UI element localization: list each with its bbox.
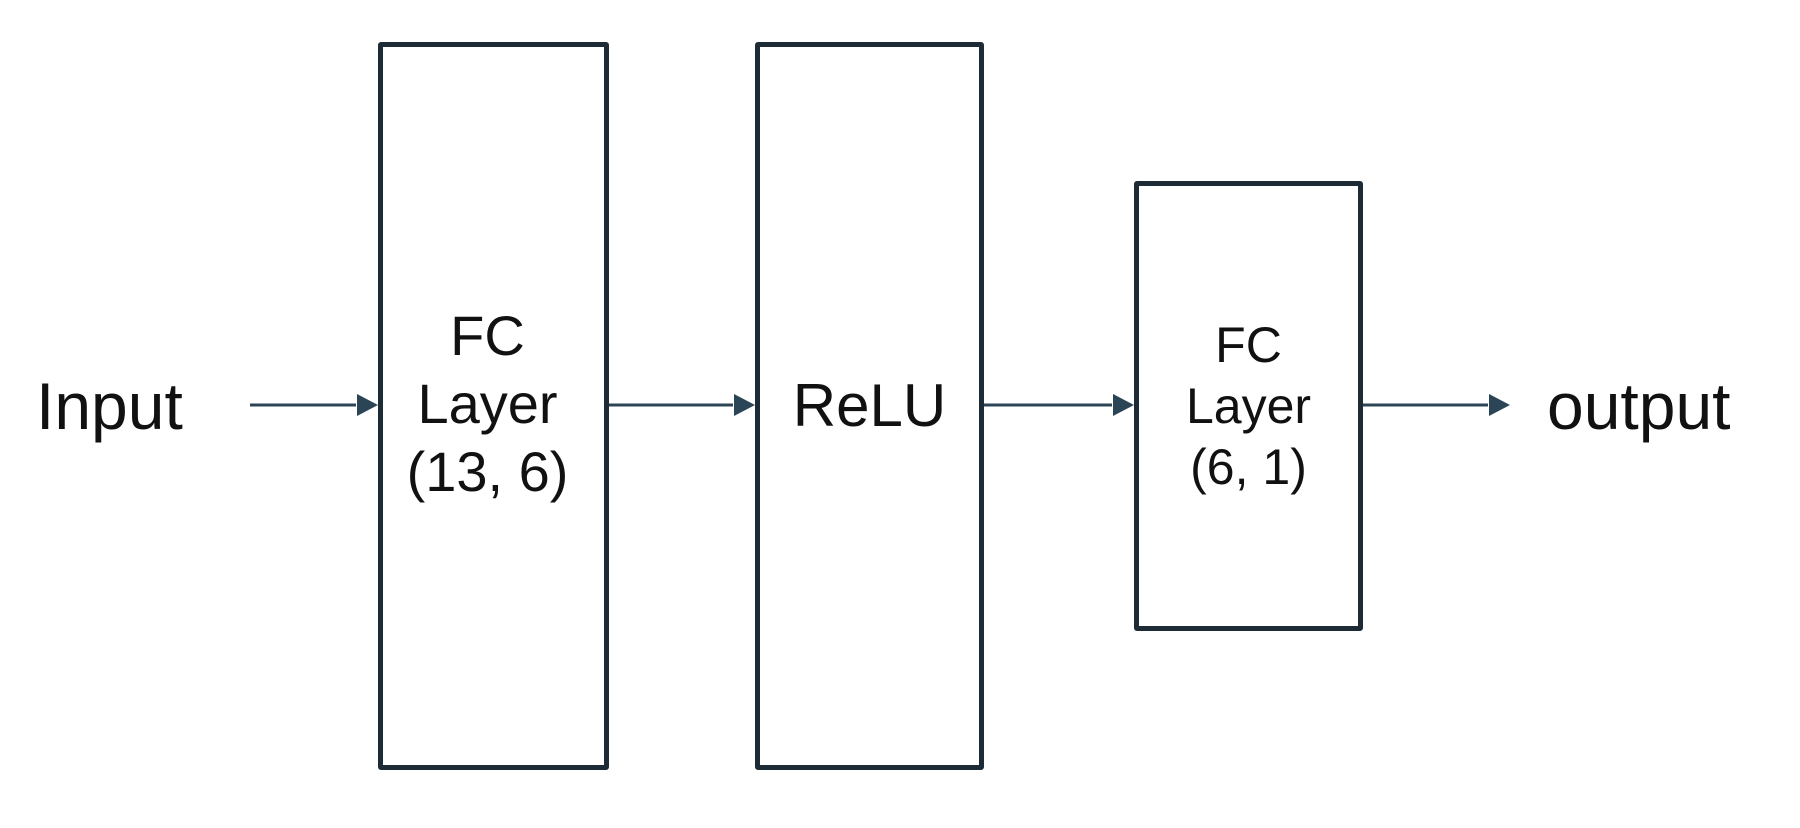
relu-label: ReLU bbox=[792, 372, 947, 440]
fc-layer-2-subtitle: Layer bbox=[1185, 377, 1312, 434]
arrowhead-fc1-to-relu bbox=[734, 394, 755, 416]
fc-layer-2-block: FC Layer (6, 1) bbox=[1134, 181, 1363, 631]
arrowhead-fc2-to-output bbox=[1489, 394, 1510, 416]
fc-layer-1-title: FC bbox=[450, 303, 525, 367]
output-label: output bbox=[1547, 369, 1731, 443]
arrowhead-input-to-fc1 bbox=[357, 394, 378, 416]
arrowhead-relu-to-fc2 bbox=[1113, 394, 1134, 416]
fc-layer-2-shape: (6, 1) bbox=[1190, 438, 1307, 495]
input-label: Input bbox=[36, 369, 183, 443]
fc-layer-1-block: FC Layer (13, 6) bbox=[378, 42, 609, 770]
fc-layer-2-title: FC bbox=[1215, 316, 1282, 373]
fc-layer-1-shape: (13, 6) bbox=[406, 440, 569, 504]
fc-layer-1-subtitle: Layer bbox=[417, 371, 558, 435]
relu-block: ReLU bbox=[755, 42, 984, 770]
